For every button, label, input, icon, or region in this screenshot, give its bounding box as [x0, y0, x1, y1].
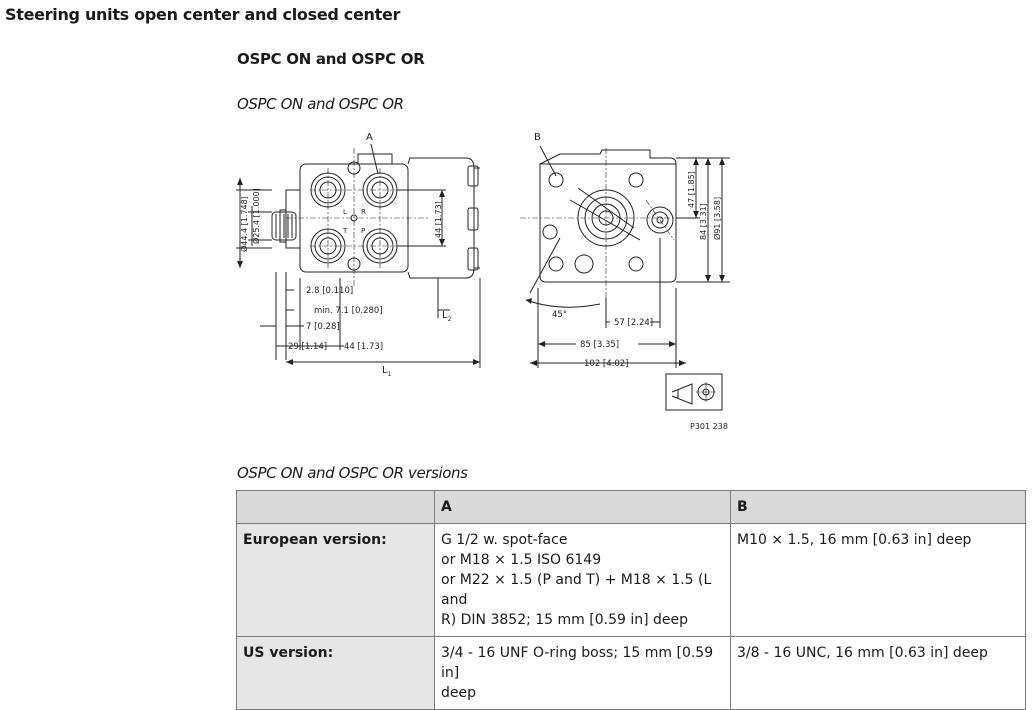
row-label-us: US version: — [236, 636, 435, 710]
dim-dia25: Ø25.4 [1.000] — [251, 188, 261, 244]
cell-line: 3/4 - 16 UNF O-ring boss; 15 mm [0.59 in… — [441, 645, 714, 681]
dim-84: 84 [3.31] — [699, 203, 708, 240]
label-b: B — [534, 132, 541, 143]
dim-min-7-1: min. 7.1 [0.280] — [314, 306, 383, 316]
dim-57: 57 [2.24] — [614, 318, 653, 328]
header-a: A — [434, 490, 731, 524]
reference-code: P301 238 — [690, 422, 728, 431]
dim-dia44: Ø44.4 [1.748] — [239, 196, 249, 252]
cell-european-b: M10 × 1.5, 16 mm [0.63 in] deep — [730, 523, 1026, 637]
table-row: European version: G 1/2 w. spot-face or … — [236, 523, 1026, 637]
dim-85: 85 [3.35] — [580, 340, 619, 350]
table-row: US version: 3/4 - 16 UNF O-ring boss; 15… — [236, 636, 1026, 710]
dim-7: 7 [0.28] — [306, 322, 340, 332]
port-label-p: P — [361, 227, 365, 235]
dim-dia91: Ø91 [3.58] — [712, 197, 722, 240]
cell-us-a: 3/4 - 16 UNF O-ring boss; 15 mm [0.59 in… — [434, 636, 731, 710]
end-bolt-holes — [542, 172, 644, 274]
cell-line: R) DIN 3852; 15 mm [0.59 in] deep — [441, 612, 689, 628]
versions-table: A B European version: G 1/2 w. spot-face… — [236, 490, 1026, 710]
cell-line: or M18 × 1.5 ISO 6149 — [441, 552, 602, 568]
port-label-l: L — [343, 208, 347, 216]
port-label-r: R — [361, 208, 366, 216]
cell-line: deep — [441, 685, 476, 701]
dim-l1: L1 — [382, 365, 392, 378]
dim-102: 102 [4.02] — [584, 359, 628, 369]
cell-line: or M22 × 1.5 (P and T) + M18 × 1.5 (L an… — [441, 572, 712, 608]
shaft-spline — [271, 211, 297, 241]
table-header-row: A B — [236, 490, 1026, 524]
table-caption: OSPC ON and OSPC OR versions — [237, 464, 468, 482]
port-label-t: T — [342, 227, 348, 235]
dim-45-deg: 45° — [552, 310, 567, 320]
cell-european-a: G 1/2 w. spot-face or M18 × 1.5 ISO 6149… — [434, 523, 731, 637]
dim-29: 29 [1.14] — [288, 342, 327, 352]
figure-caption: OSPC ON and OSPC OR — [237, 95, 404, 113]
technical-drawing: A B L R T P Ø44.4 [1.748] Ø25.4 [1.000] … — [236, 132, 730, 431]
dim-l2: L2 — [442, 310, 452, 323]
section-title: OSPC ON and OSPC OR — [237, 50, 425, 68]
row-label-european: European version: — [236, 523, 435, 637]
cell-us-b: 3/8 - 16 UNC, 16 mm [0.63 in] deep — [730, 636, 1026, 710]
dim-47: 47 [1.85] — [687, 171, 696, 208]
unit-housing — [407, 157, 475, 279]
dim-44-vertical: 44 [1.73] — [434, 201, 443, 238]
end-view-body — [539, 149, 677, 283]
header-b: B — [730, 490, 1026, 524]
label-a: A — [366, 132, 373, 143]
dim-2-8: 2.8 [0.110] — [306, 286, 353, 296]
page-title: Steering units open center and closed ce… — [5, 5, 401, 24]
cell-line: G 1/2 w. spot-face — [441, 532, 568, 548]
header-empty — [236, 490, 435, 524]
projection-symbol — [665, 373, 723, 411]
dim-44-horizontal: 44 [1.73] — [344, 342, 383, 352]
